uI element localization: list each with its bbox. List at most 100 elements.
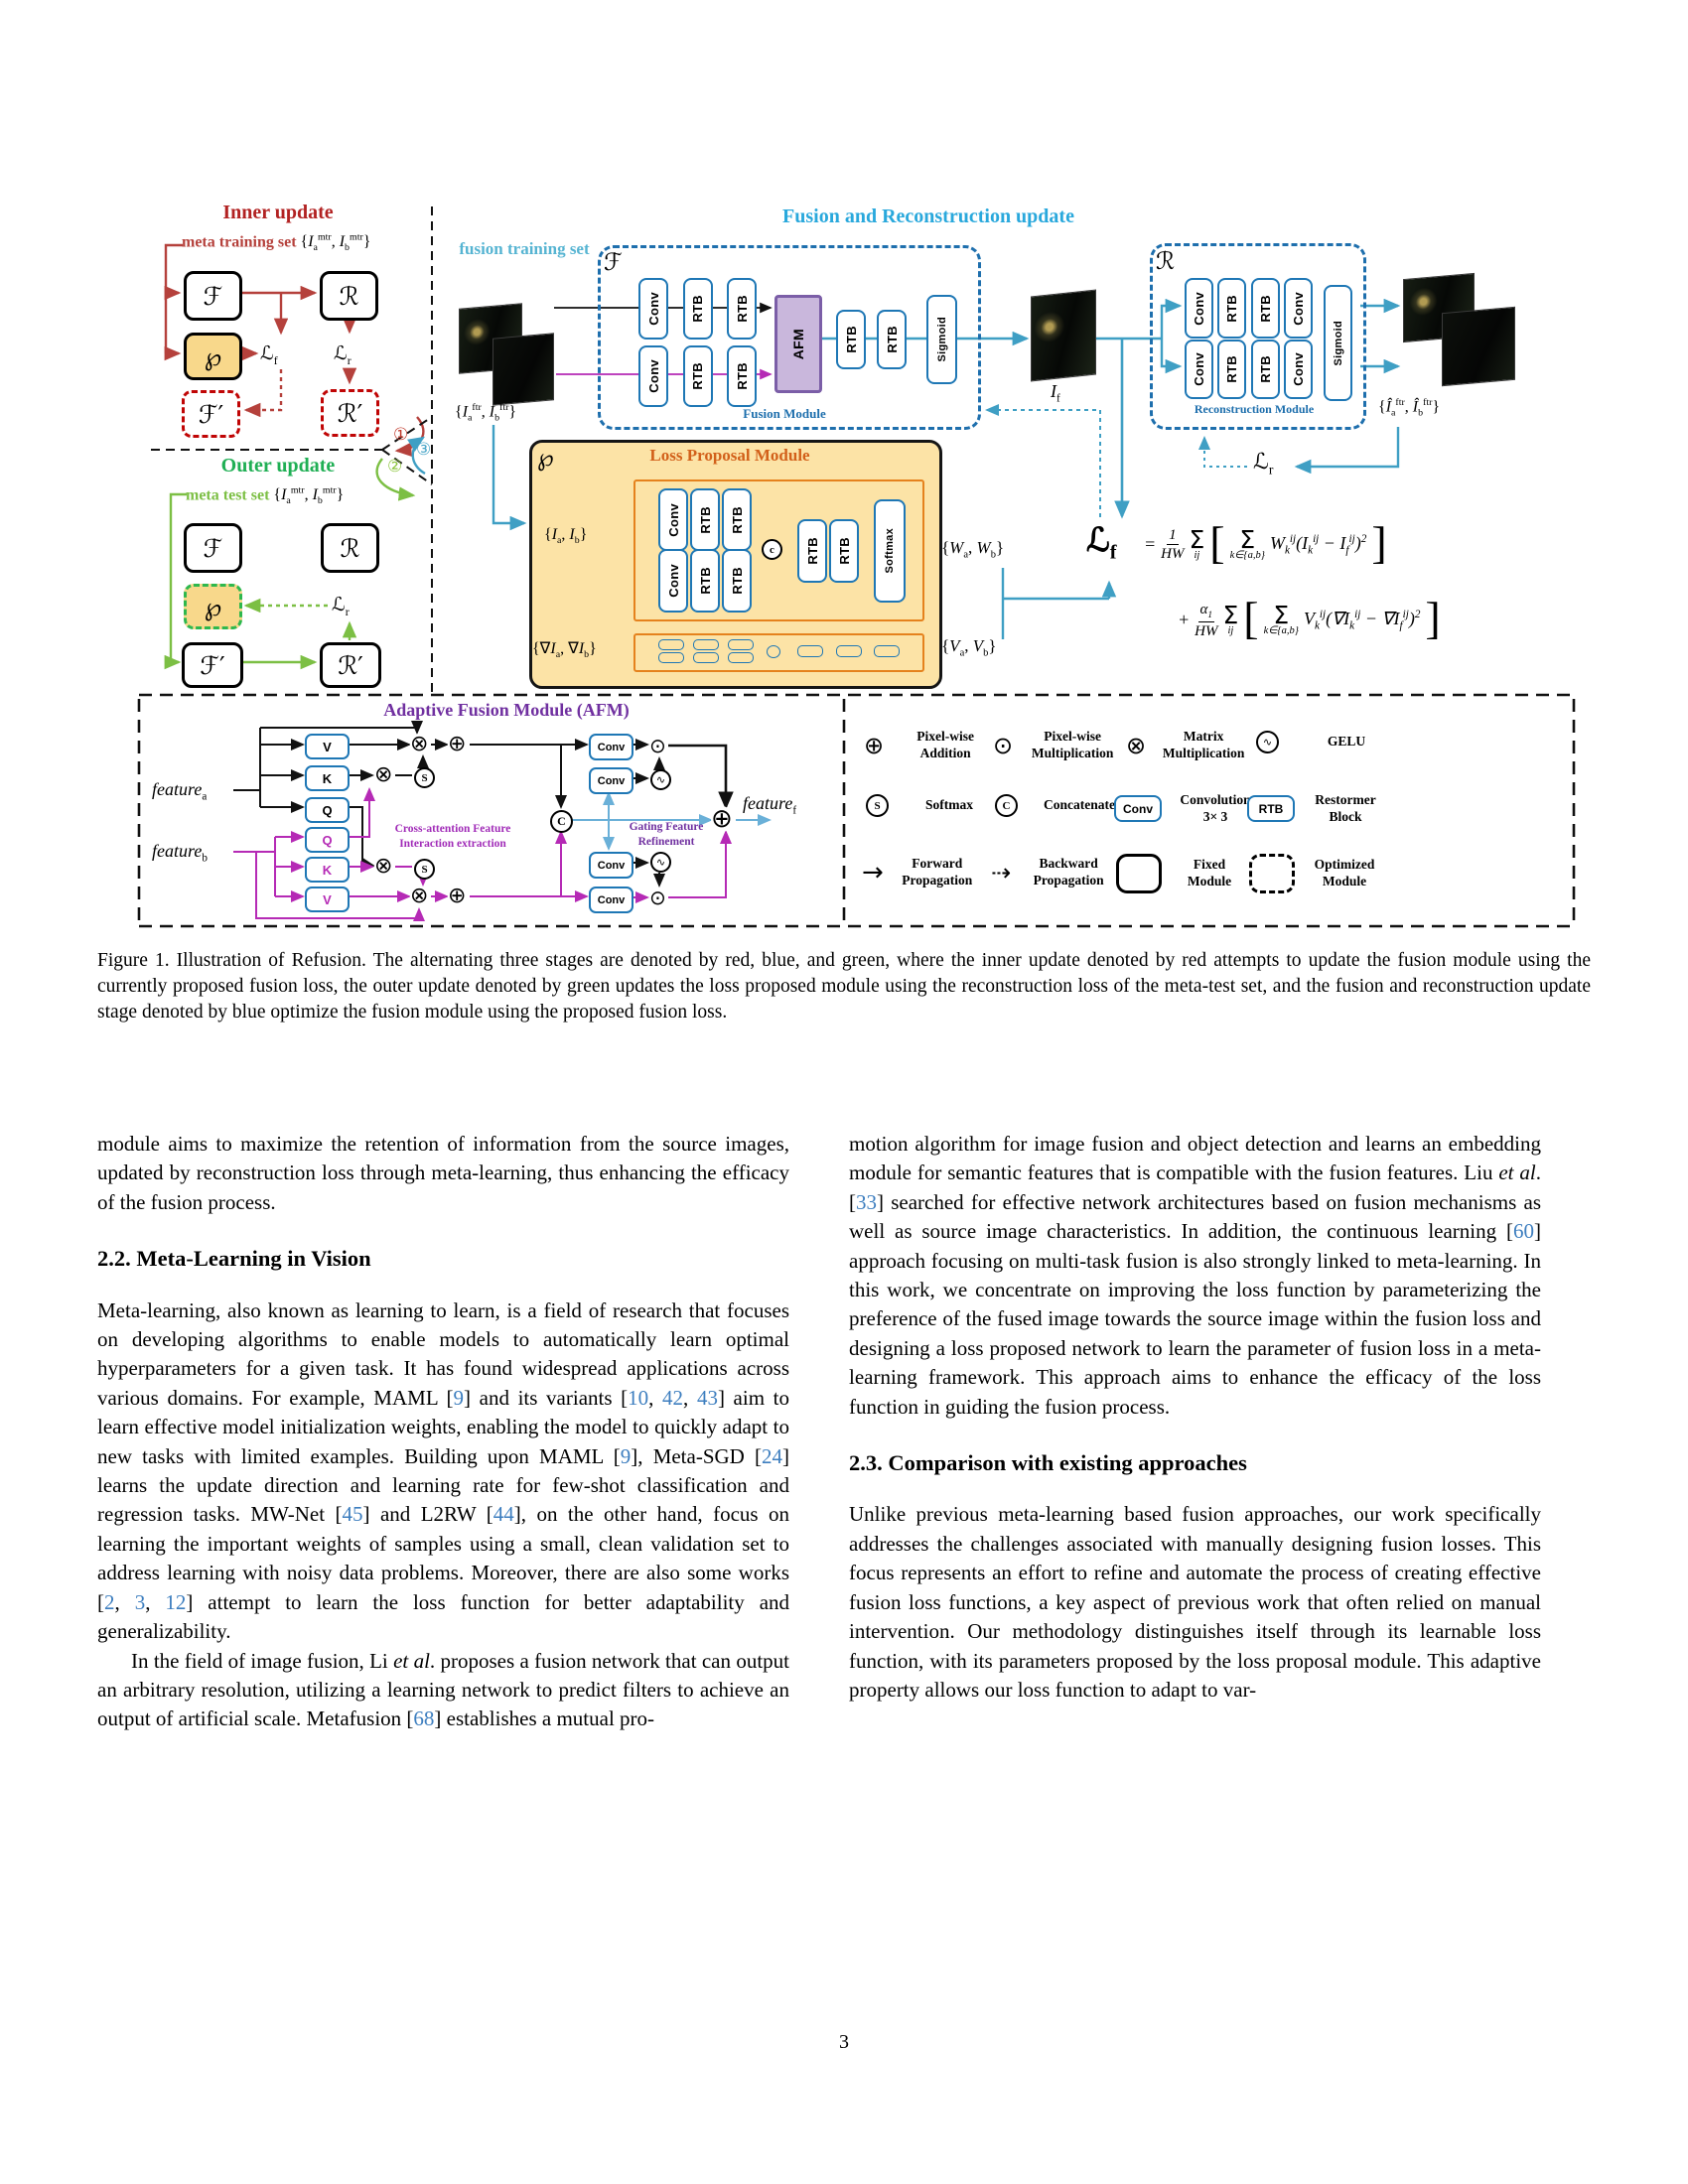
feature-b-label: featureb	[152, 841, 208, 865]
pixel-add-icon: ⊕	[448, 884, 467, 908]
stage-loss-r: ℒr	[1253, 449, 1274, 478]
left-bracket-2: [	[1243, 593, 1259, 643]
mini-node	[767, 645, 780, 658]
matrix-multiply-icon: ⊗	[1126, 731, 1147, 759]
conv-block-icon: Conv	[1114, 795, 1162, 823]
mini-block	[693, 639, 719, 650]
outer-set-label: meta test set	[186, 486, 270, 504]
recon-sigmoid-block: Sigmoid	[1324, 285, 1352, 401]
concatenate-icon: C	[550, 810, 573, 833]
feature-a-label: featurea	[152, 779, 208, 803]
gating-conv-1: Conv	[589, 734, 633, 760]
query-box-a: Q	[305, 797, 350, 823]
fusion-sigmoid-block: Sigmoid	[926, 295, 957, 384]
block-rtb: RTB	[829, 519, 859, 583]
fusion-training-set-label: fusion training set	[459, 239, 590, 258]
right-bracket-2: ]	[1425, 593, 1441, 643]
pixel-add-icon: ⊕	[448, 732, 467, 756]
block-rtb: RTB	[1250, 340, 1280, 399]
fused-image-label: If	[1051, 381, 1060, 405]
block-conv: Conv	[1283, 340, 1313, 399]
matrix-multiply-icon: ⊗	[374, 762, 393, 787]
loss-module-symbol: ℘	[537, 446, 554, 472]
block-rtb: RTB	[727, 345, 757, 407]
block-rtb: RTB	[877, 310, 907, 369]
intensity-term: Wkij(Ikij − Ifij)2	[1269, 532, 1367, 557]
outer-update-title: Outer update	[220, 455, 336, 477]
inner-loss-r: ℒr	[334, 343, 352, 367]
recon-sigmoid-label: Sigmoid	[1332, 320, 1344, 366]
fusion-module-caption: Fusion Module	[743, 406, 826, 421]
pixel-multiply-icon: ⊙	[993, 731, 1014, 759]
fusion-module-frame	[598, 245, 981, 430]
mini-block	[658, 639, 684, 650]
paragraph: motion algorithm for image fusion and ob…	[849, 1132, 1541, 1419]
paragraph: In the field of image fusion, Li et al. …	[97, 1648, 789, 1731]
loss-input-intensity: {Ia, Ib}	[544, 526, 588, 547]
gelu-icon: ∿	[650, 769, 671, 790]
pixel-add-icon: ⊕	[864, 731, 885, 759]
block-rtb: RTB	[1250, 278, 1280, 339]
left-bracket: [	[1209, 517, 1225, 568]
feature-f-label: featuref	[743, 793, 797, 817]
matrix-multiply-icon: ⊗	[410, 732, 429, 756]
step-1-badge: ①	[393, 425, 409, 445]
outer-recon-box: ℛ	[321, 523, 379, 573]
gating-conv-2: Conv	[589, 767, 633, 794]
value-box-b: V	[305, 887, 350, 912]
backward-arrow-icon: ⇢	[991, 858, 1012, 887]
rtb-block-icon: RTB	[1247, 795, 1295, 823]
outer-fusion-box: ℱ	[184, 523, 242, 573]
cross-attention-label: Cross-attention Feature Interaction extr…	[394, 823, 511, 850]
inner-recon-updated-box: ℛ′	[321, 389, 379, 437]
pixel-multiply-icon: ⊙	[649, 734, 666, 757]
figure-1: Inner update meta training set {Iamtr, I…	[0, 0, 1688, 938]
fused-image	[1031, 289, 1096, 382]
mini-block	[836, 645, 862, 657]
recon-module-frame	[1150, 243, 1366, 430]
outer-recon-updated-box: ℛ′	[320, 642, 381, 688]
afm-block-label: AFM	[790, 328, 806, 360]
plus-sign: +	[1178, 610, 1191, 630]
block-rtb: RTB	[797, 519, 827, 583]
concatenate-icon: C	[995, 794, 1018, 817]
softmax-icon: S	[414, 859, 435, 880]
gradient-term: Vkij(∇Ikij − ∇Ifij)2	[1303, 608, 1421, 632]
figure-caption: Figure 1. Illustration of Refusion. The …	[97, 950, 1591, 1023]
fusion-sigmoid-label: Sigmoid	[935, 317, 948, 362]
inner-loss-proposal-box: ℘	[184, 333, 242, 380]
right-bracket: ]	[1371, 517, 1387, 568]
loss-input-gradient: {∇Ia, ∇Ib}	[532, 640, 597, 661]
gradient-branch-box	[633, 633, 924, 672]
query-box-b: Q	[305, 827, 350, 853]
outer-loss-proposal-box: ℘	[184, 584, 242, 629]
inner-fusion-box: ℱ	[184, 271, 242, 321]
inner-set-label: meta training set	[182, 233, 297, 251]
value-box-a: V	[305, 734, 350, 759]
pixel-multiply-icon: ⊙	[649, 886, 666, 909]
inner-meta-training-set: meta training set {Iamtr, Ibmtr}	[182, 232, 370, 254]
optimized-module-icon	[1249, 854, 1295, 893]
loss-module-title: Loss Proposal Module	[649, 446, 810, 465]
gating-conv-3: Conv	[589, 852, 633, 879]
afm-block: AFM	[774, 295, 822, 393]
block-rtb: RTB	[690, 488, 720, 551]
gradient-weights-output-label: {Va, Vb}	[941, 636, 997, 659]
fusion-input-label: {Iaftr, Ibftr}	[455, 402, 517, 424]
matrix-multiply-icon: ⊗	[410, 884, 429, 908]
inner-recon-box: ℛ	[320, 271, 378, 321]
